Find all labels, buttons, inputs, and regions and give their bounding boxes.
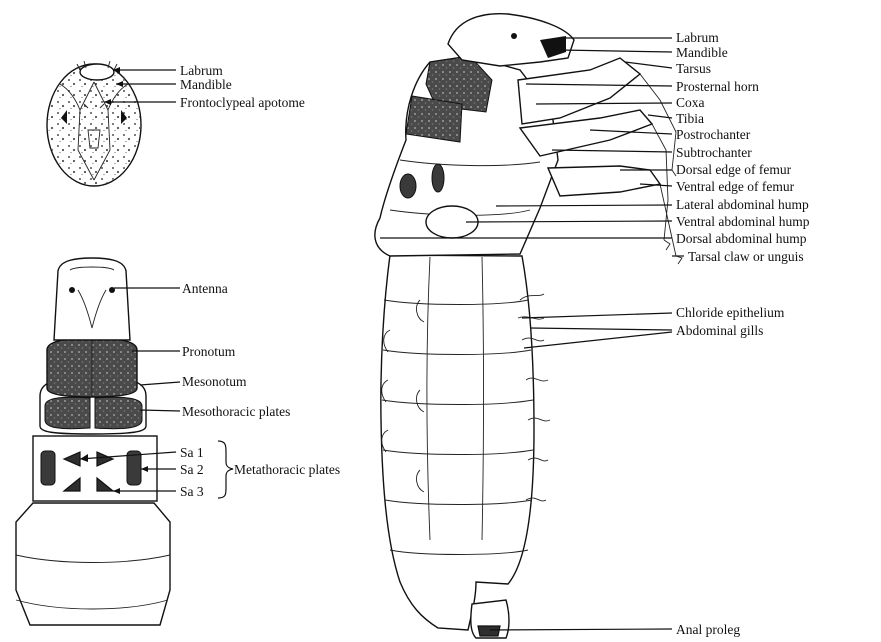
label-frontoclypeal-apotome: Frontoclypeal apotome [180,95,305,110]
label-pronotum: Pronotum [182,344,236,359]
label-dorsal-abdominal-hump: Dorsal abdominal hump [676,231,807,246]
label-coxa: Coxa [676,95,705,110]
lateral-labels: Labrum Mandible Tarsus Prosternal horn C… [676,30,810,637]
label-labrum-head: Labrum [180,63,223,78]
label-mesothoracic-plates: Mesothoracic plates [182,404,290,419]
label-chloride-epithelium: Chloride epithelium [676,305,785,320]
label-labrum: Labrum [676,30,719,45]
larva-lateral-figure [375,14,682,638]
label-mandible: Mandible [676,45,728,60]
label-postrochanter: Postrochanter [676,127,751,142]
label-antenna: Antenna [182,281,228,296]
label-mandible-head: Mandible [180,77,232,92]
label-sa-3: Sa 3 [180,484,204,499]
label-abdominal-gills: Abdominal gills [676,323,763,338]
label-subtrochanter: Subtrochanter [676,145,752,160]
label-tarsal-claw: Tarsal claw or unguis [688,249,804,264]
label-tarsus: Tarsus [676,61,711,76]
label-ventral-edge-femur: Ventral edge of femur [676,179,795,194]
label-mesonotum: Mesonotum [182,374,247,389]
label-anal-proleg: Anal proleg [676,622,740,637]
label-dorsal-edge-femur: Dorsal edge of femur [676,162,792,177]
head-capsule-figure [47,61,141,186]
head-labels: Labrum Mandible Frontoclypeal apotome [180,63,305,110]
thorax-labels: Antenna Pronotum Mesonotum Mesothoracic … [180,281,340,499]
label-tibia: Tibia [676,111,704,126]
label-sa-2: Sa 2 [180,462,204,477]
label-ventral-abdominal-hump: Ventral abdominal hump [676,214,810,229]
label-sa-1: Sa 1 [180,445,204,460]
thorax-dorsal-figure [16,258,170,625]
label-prosternal-horn: Prosternal horn [676,79,759,94]
metathoracic-bracket [218,441,233,498]
label-lateral-abdominal-hump: Lateral abdominal hump [676,197,809,212]
label-metathoracic-plates: Metathoracic plates [234,462,340,477]
